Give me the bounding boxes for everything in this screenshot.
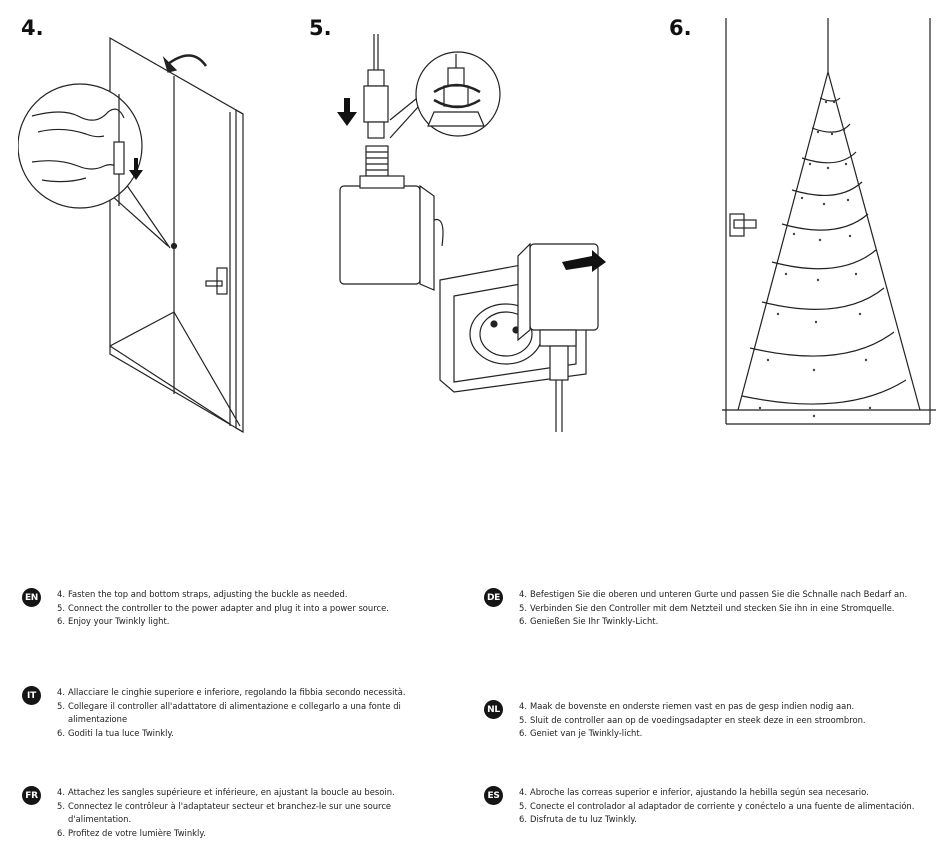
door-strap-installation-illustration: [18, 36, 244, 434]
step-number-5: 5.: [309, 16, 332, 40]
instruction-line: 5.Sluit de controller aan op de voedings…: [519, 714, 866, 725]
instruction-line: 5.Verbinden Sie den Controller mit dem N…: [519, 602, 895, 613]
instruction-line: 4.Fasten the top and bottom straps, adju…: [57, 589, 348, 599]
lang-block-de: DE 4.Befestigen Sie die oberen und unter…: [484, 588, 934, 629]
lang-badge-en: EN: [22, 588, 41, 607]
lang-badge-es: ES: [484, 786, 503, 805]
instruction-line: 6.Enjoy your Twinkly light.: [57, 616, 170, 626]
instruction-line: 6.Genießen Sie Ihr Twinkly-Licht.: [519, 616, 659, 626]
instruction-line: 4.Abroche las correas superior e inferio…: [519, 787, 869, 797]
instruction-line: 5.Connectez le contrôleur à l'adaptateur…: [57, 800, 392, 825]
step-number-6: 6.: [669, 16, 692, 40]
lang-badge-it: IT: [22, 686, 41, 705]
lang-badge-fr: FR: [22, 786, 41, 805]
lang-badge-nl: NL: [484, 700, 503, 719]
instruction-line: 6.Goditi la tua luce Twinkly.: [57, 727, 174, 738]
lang-block-en: EN 4.Fasten the top and bottom straps, a…: [22, 588, 452, 629]
controller-adapter-plug-illustration: [337, 34, 606, 432]
lang-badge-de: DE: [484, 588, 503, 607]
light-tree-on-door-illustration: [722, 18, 936, 425]
instruction-line: 4.Befestigen Sie die oberen und unteren …: [519, 589, 908, 599]
lang-block-fr: FR 4.Attachez les sangles supérieure et …: [22, 786, 452, 840]
instruction-line: 4.Maak de bovenste en onderste riemen va…: [519, 701, 855, 711]
instruction-line: 5.Collegare il controller all'adattatore…: [57, 700, 401, 725]
instruction-line: 5.Connect the controller to the power ad…: [57, 602, 389, 613]
lang-block-nl: NL 4.Maak de bovenste en onderste riemen…: [484, 700, 934, 741]
step-number-4: 4.: [21, 16, 44, 40]
instruction-line: 6.Disfruta de tu luz Twinkly.: [519, 814, 637, 824]
lang-block-it: IT 4.Allacciare le cinghie superiore e i…: [22, 686, 452, 740]
instruction-line: 4.Allacciare le cinghie superiore e infe…: [57, 687, 406, 697]
instruction-line: 6.Profitez de votre lumière Twinkly.: [57, 827, 206, 838]
instruction-line: 4.Attachez les sangles supérieure et inf…: [57, 787, 395, 797]
instruction-line: 5.Conecte el controlador al adaptador de…: [519, 800, 915, 811]
lang-block-es: ES 4.Abroche las correas superior e infe…: [484, 786, 934, 827]
instruction-line: 6.Geniet van je Twinkly-licht.: [519, 728, 643, 738]
